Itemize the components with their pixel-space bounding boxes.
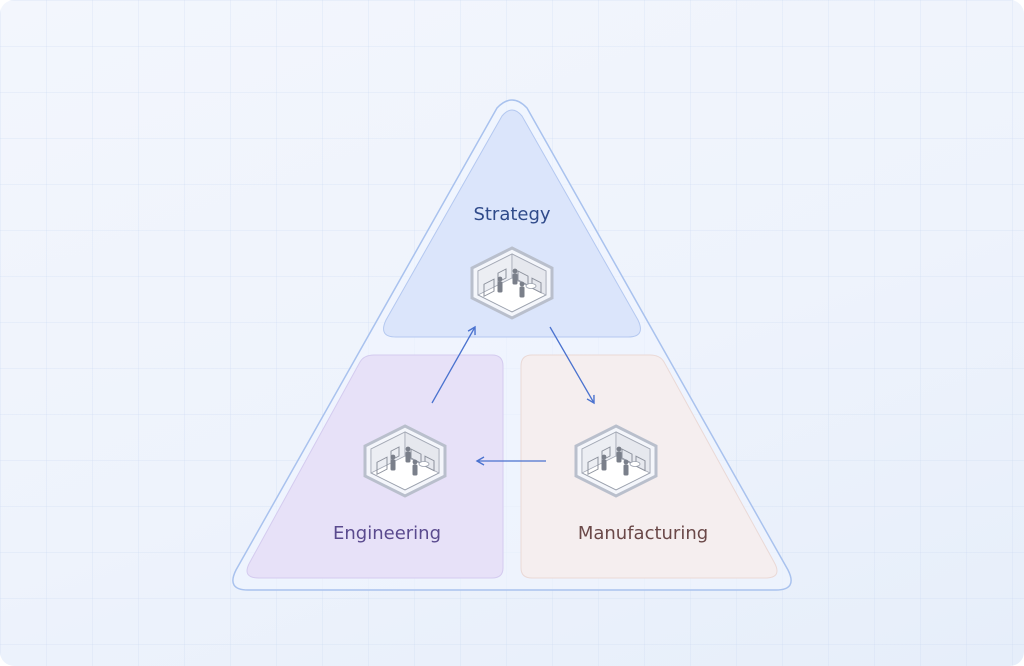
- arrow-engineering-to-strategy: [431, 325, 476, 404]
- strategy-label: Strategy: [473, 204, 550, 225]
- manufacturing-label: Manufacturing: [578, 523, 708, 544]
- arrow-strategy-to-manufacturing: [549, 326, 595, 405]
- strategy-region[interactable]: [383, 109, 641, 338]
- engineering-label: Engineering: [333, 523, 441, 544]
